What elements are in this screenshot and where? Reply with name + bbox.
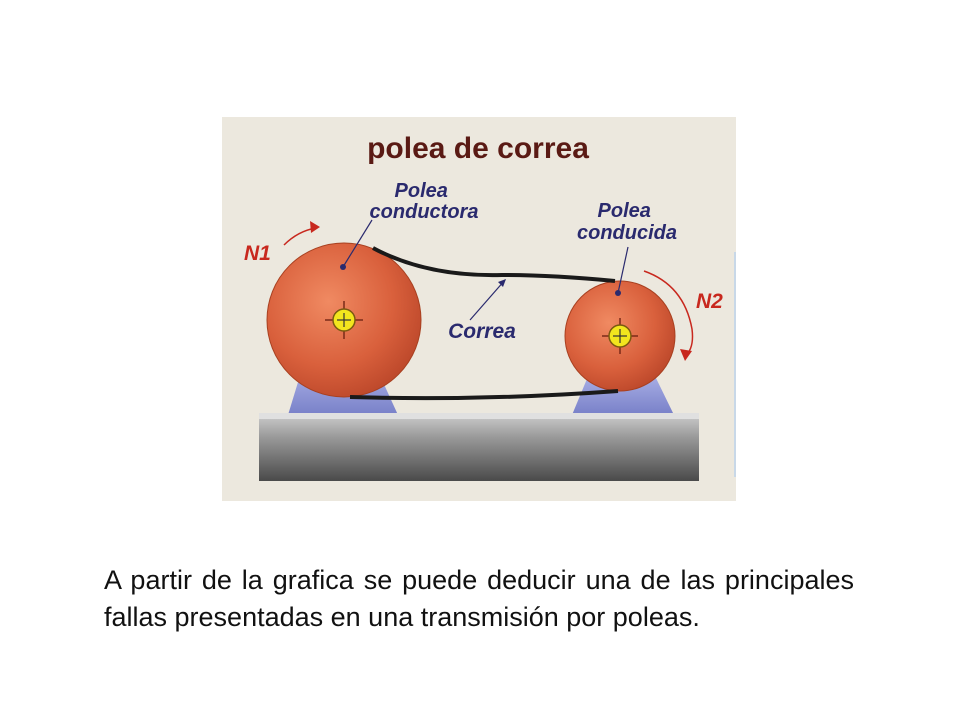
diagram-title: polea de correa	[367, 132, 589, 165]
driver-pulley-leader	[342, 219, 373, 268]
belt-lower-span	[349, 389, 619, 401]
driver-pulley-label-line2: conductora	[370, 201, 479, 223]
belt-arrowhead	[498, 279, 506, 287]
driver-hub	[325, 301, 363, 339]
n1-label: N1	[244, 242, 271, 265]
belt-leader	[469, 279, 506, 321]
n2-label: N2	[696, 290, 723, 313]
driver-pulley-label: Polea conductora	[370, 180, 479, 223]
n1-arrowhead	[310, 221, 320, 233]
driver-pulley-label-line1: Polea	[395, 180, 448, 202]
pulley-diagram: polea de correa	[222, 117, 736, 501]
driven-pulley-leader	[617, 246, 629, 294]
belt-label: Correa	[448, 320, 516, 343]
driven-pulley-label-line1: Polea	[598, 200, 651, 222]
belt-upper-span	[372, 246, 616, 283]
caption-text: A partir de la grafica se puede deducir …	[104, 565, 854, 632]
machine-base	[259, 413, 699, 481]
driven-pulley-label-line2: conducida	[577, 222, 677, 244]
pulley-diagram-drawing: polea de correa	[222, 117, 736, 501]
n2-arrowhead	[680, 349, 692, 361]
driven-pulley-label: Polea conducida	[577, 200, 677, 244]
n2-rotation-arrow	[643, 270, 694, 354]
driven-hub	[602, 318, 638, 354]
